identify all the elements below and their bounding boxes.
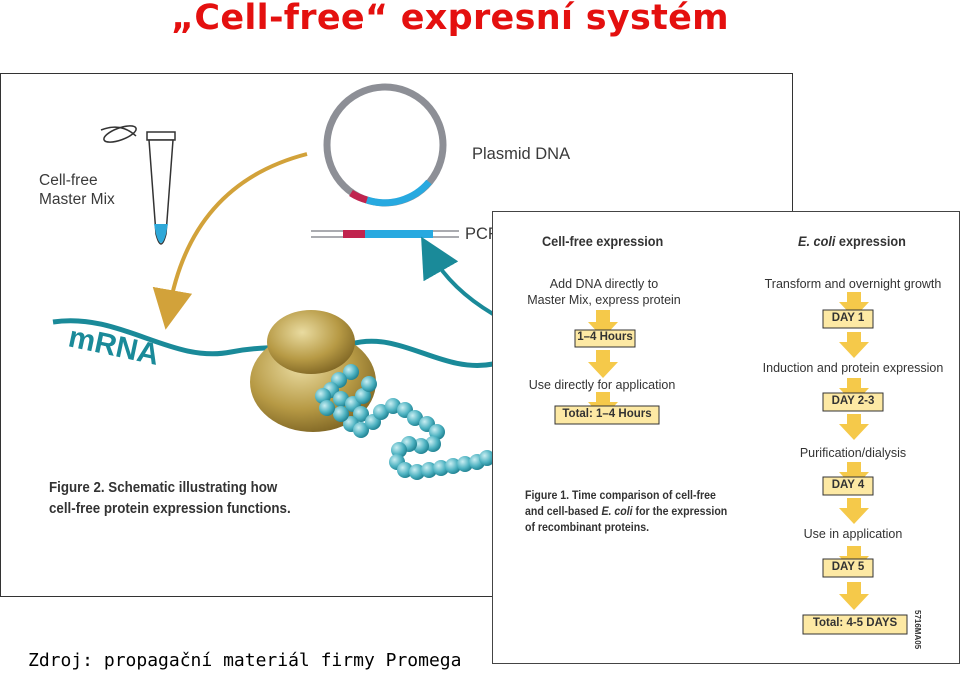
ecoli-step-1: Transform and overnight growth — [764, 277, 942, 291]
cellfree-arrow-3 — [588, 392, 618, 418]
cellfree-step-2: Use directly for application — [528, 378, 676, 392]
ecoli-total-tag: Total: 4-5 DAYS — [812, 617, 898, 629]
cellfree-arrow-2 — [588, 350, 618, 378]
figure-1-caption: Figure 1. Time comparison of cell-free a… — [525, 490, 728, 534]
teal-flow-arrow — [421, 236, 495, 316]
day3-tag-box — [822, 476, 874, 496]
ecoli-arrow-1 — [839, 292, 869, 318]
ecoli-step-3: Purification/dialysis — [799, 446, 907, 460]
day2-tag: DAY 2-3 — [831, 395, 875, 407]
time-tags — [554, 309, 908, 635]
figure-code: 5716MA05 — [913, 610, 922, 650]
pcr-label: PCR — [465, 225, 500, 243]
flow-arrows — [588, 292, 869, 610]
day1-tag-box — [822, 309, 874, 329]
time-comparison-figure: Cell-free expression E. coli expression … — [492, 211, 960, 664]
time-comparison-drawing — [554, 292, 908, 635]
cellfree-step-1: Add DNA directly to Master Mix, express … — [527, 277, 681, 307]
day4-tag: DAY 5 — [831, 561, 865, 573]
ecoli-header-italic: E. coli — [798, 234, 836, 249]
cellfree-arrow-1 — [588, 310, 618, 338]
ecoli-header: E. coli expression — [798, 234, 906, 249]
ecoli-header-rest: expression — [835, 234, 906, 249]
cellfree-time-tag: 1–4 Hours — [577, 331, 633, 343]
ecoli-step-2: Induction and protein expression — [762, 361, 944, 375]
ecoli-arrow-8 — [839, 582, 869, 610]
day4-tag-box — [822, 558, 874, 578]
source-note: Zdroj: propagační materiál firmy Promega — [28, 650, 462, 671]
master-mix-tube-icon — [100, 125, 176, 245]
cellfree-header: Cell-free expression — [542, 234, 664, 249]
ecoli-arrow-2 — [839, 332, 869, 358]
ecoli-arrow-6 — [839, 498, 869, 524]
ecoli-step-4: Use in application — [803, 527, 903, 541]
pcr-product-icon — [311, 230, 459, 238]
schematic-drawing: mRNA — [52, 83, 495, 480]
ecoli-total-tag-box — [802, 614, 908, 635]
cellfree-time-tag-box — [574, 329, 636, 348]
day1-tag: DAY 1 — [831, 312, 865, 324]
figure-2-caption: Figure 2. Schematic illustrating how cel… — [49, 480, 291, 517]
plasmid-dna-icon — [323, 83, 447, 207]
master-mix-label: Cell-free Master Mix — [39, 172, 115, 208]
plasmid-dna-label: Plasmid DNA — [472, 145, 571, 163]
cellfree-total-tag: Total: 1–4 Hours — [562, 408, 652, 420]
day2-tag-box — [822, 392, 884, 412]
ecoli-arrow-5 — [839, 462, 869, 488]
day3-tag: DAY 4 — [831, 479, 865, 491]
ecoli-arrow-3 — [839, 378, 869, 404]
cellfree-total-tag-box — [554, 405, 660, 425]
slide-title: „Cell-free“ expresní systém — [171, 0, 729, 38]
gold-flow-arrow — [152, 152, 308, 330]
peptide-chain-icon — [315, 364, 495, 480]
ecoli-arrow-4 — [839, 414, 869, 440]
